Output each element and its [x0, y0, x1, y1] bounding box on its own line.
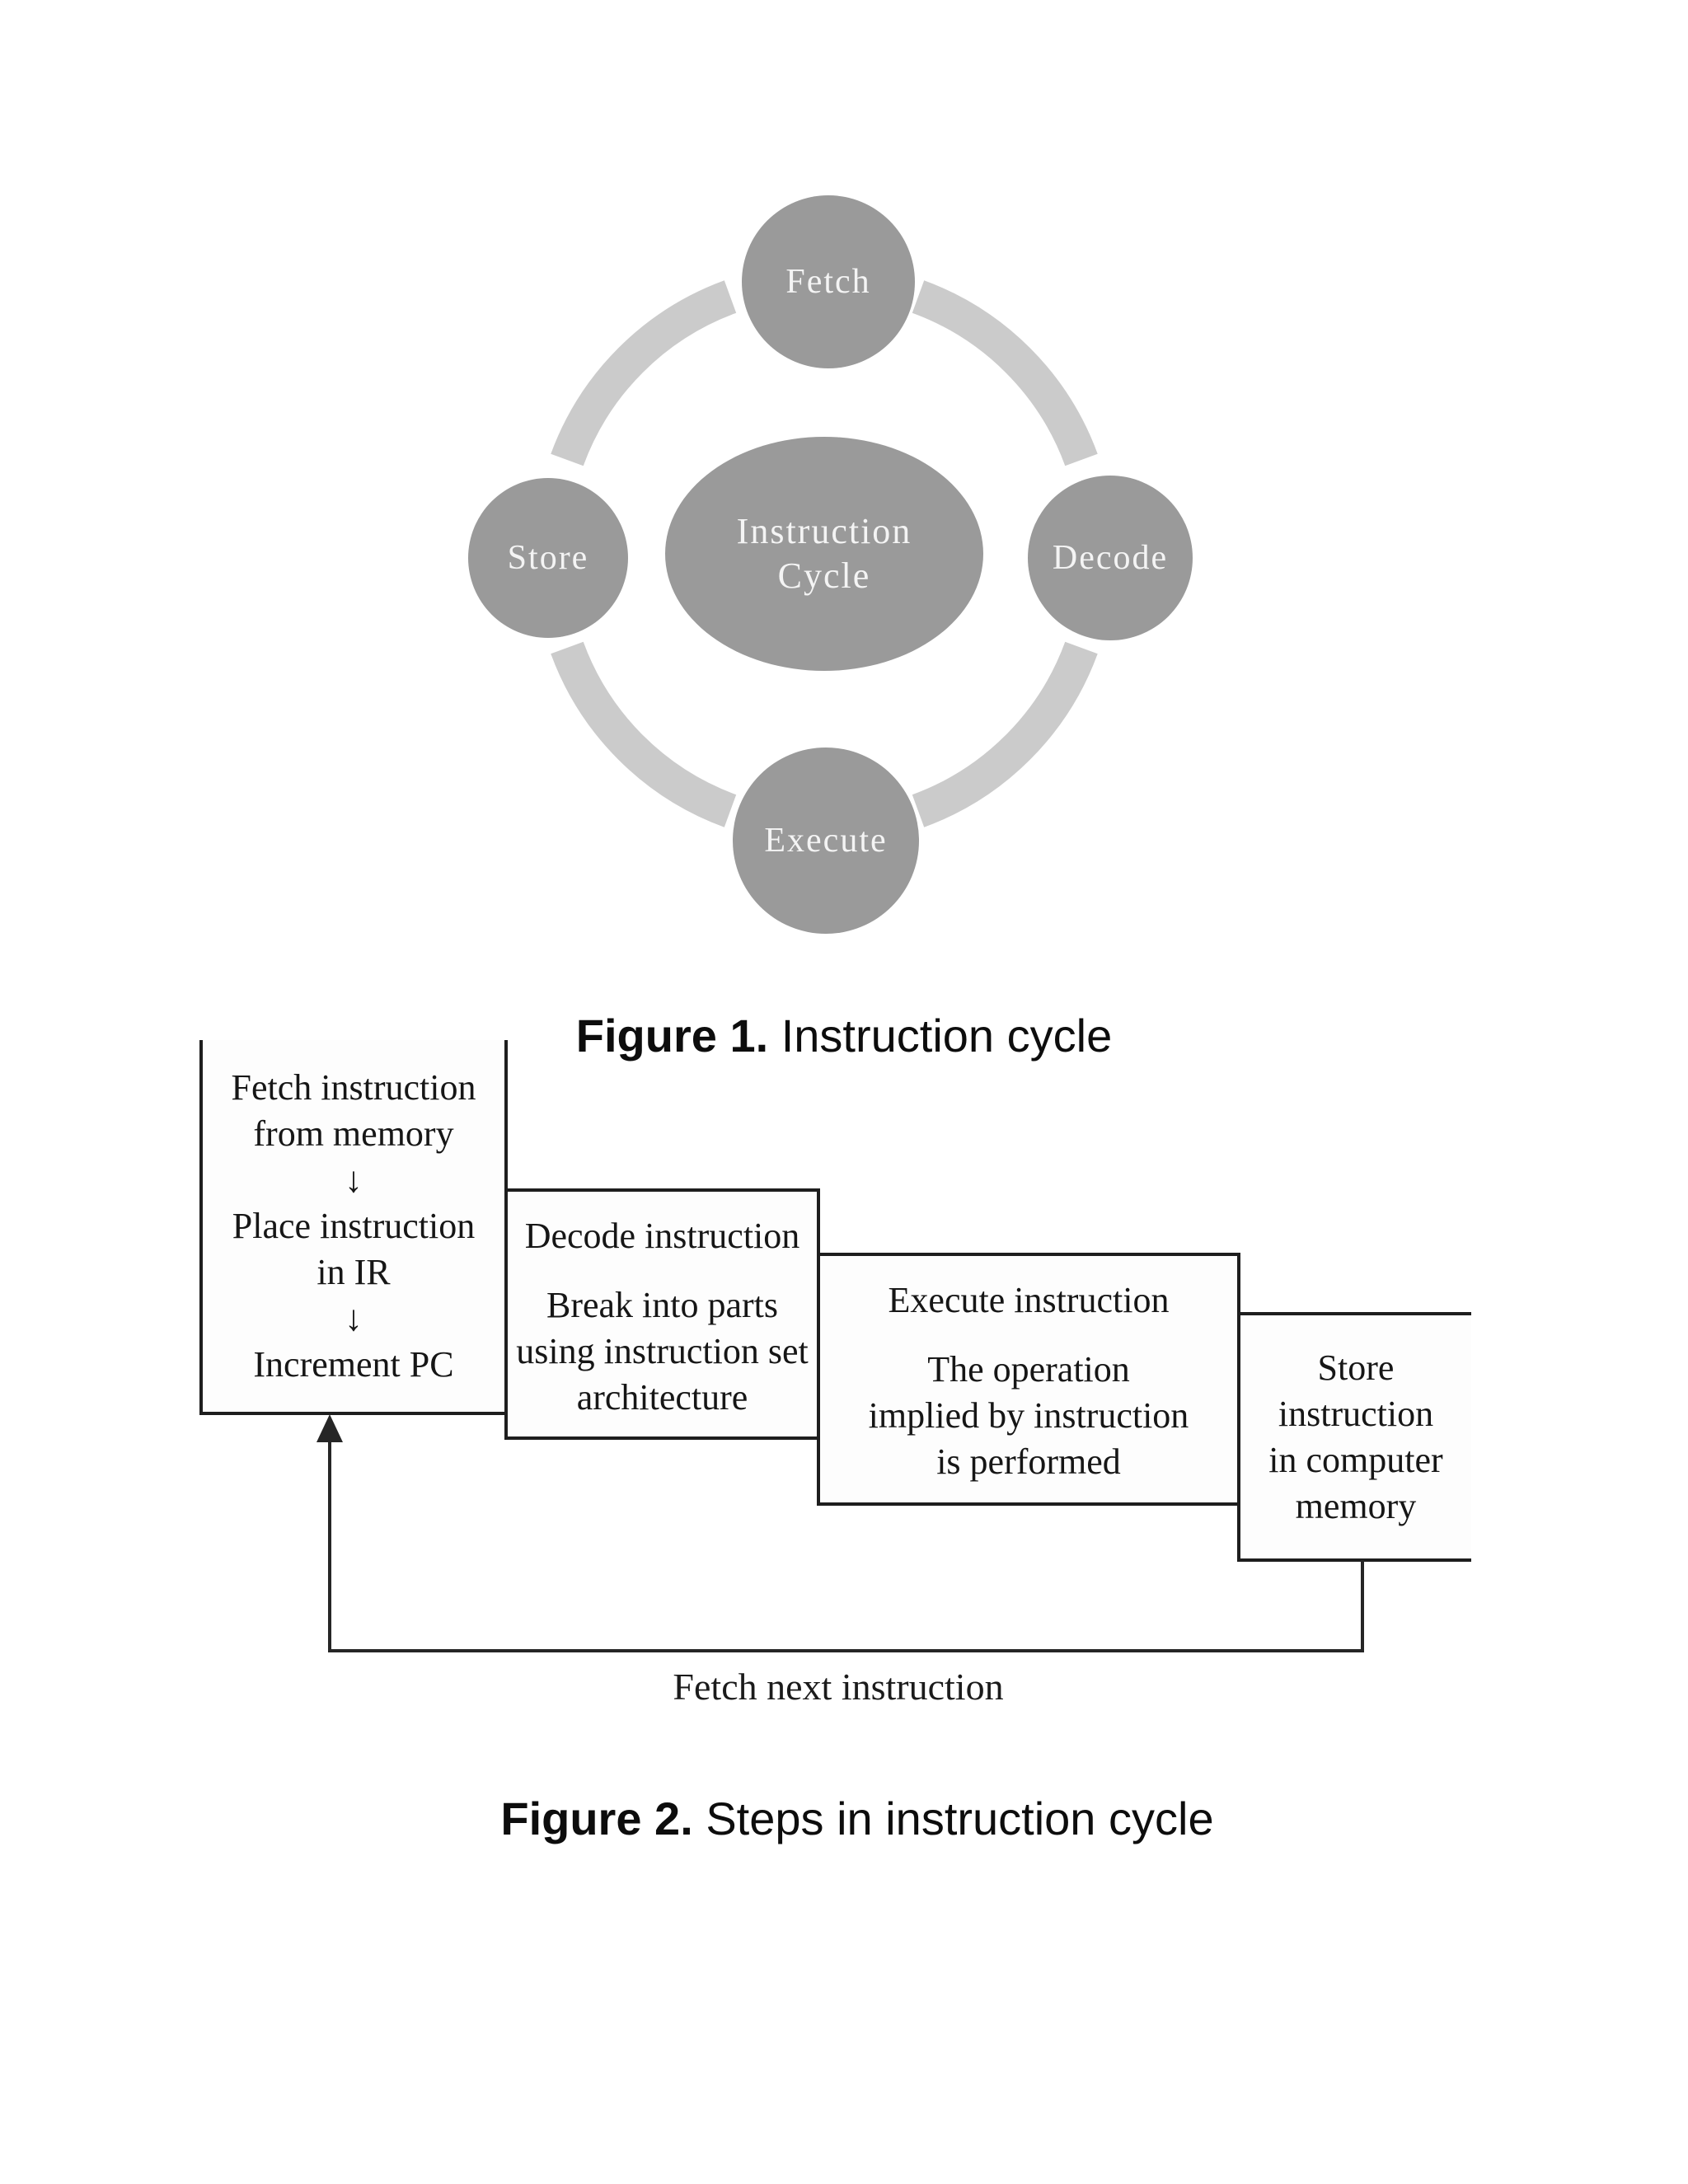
decode-step-title: Decode instruction [524, 1216, 800, 1256]
cycle-node-execute: Execute [733, 748, 919, 934]
decode-step-line: Break into parts [546, 1285, 779, 1325]
cycle-node-decode-label: Decode [1052, 539, 1169, 577]
arc-decode-to-execute-icon [912, 641, 1098, 827]
arc-fetch-to-decode-icon [912, 280, 1098, 466]
loop-line-down-from-store [1361, 1560, 1364, 1652]
execute-step-line: implied by instruction [868, 1395, 1189, 1436]
cycle-node-store-label: Store [507, 539, 589, 577]
fetch-step-line: Place instruction [232, 1206, 476, 1246]
store-step-line: memory [1295, 1486, 1417, 1526]
down-arrow-glyph: ↓ [345, 1160, 363, 1200]
cycle-node-fetch-label: Fetch [785, 263, 871, 301]
execute-step-line: is performed [936, 1441, 1121, 1482]
fetch-step-line: from memory [253, 1113, 454, 1154]
cycle-node-fetch: Fetch [742, 195, 915, 368]
loop-line-up-to-fetch [328, 1441, 331, 1652]
decode-step-line: using instruction set [516, 1331, 809, 1371]
fetch-step-line: Increment PC [253, 1344, 454, 1385]
figure1-caption: Figure 1. Instruction cycle [267, 1009, 1421, 1062]
loop-line-bottom [328, 1649, 1364, 1652]
store-step-line: instruction [1278, 1394, 1434, 1434]
decode-step-line: architecture [576, 1377, 748, 1418]
arc-store-to-fetch-icon [551, 280, 737, 466]
cycle-node-execute-label: Execute [764, 822, 888, 860]
down-arrow-glyph: ↓ [345, 1298, 363, 1338]
step-box-execute: Execute instruction The operation implie… [817, 1253, 1240, 1506]
up-arrowhead-icon [316, 1414, 343, 1442]
figure2-caption: Figure 2. Steps in instruction cycle [280, 1792, 1434, 1845]
cycle-node-store: Store [468, 478, 628, 638]
fetch-step-line: in IR [316, 1252, 391, 1292]
figure1-caption-number: Figure 1. [575, 1010, 769, 1062]
instruction-cycle-label-line2: Cycle [777, 555, 871, 596]
figure1-caption-text: Instruction cycle [768, 1010, 1113, 1062]
cycle-node-decode: Decode [1028, 476, 1193, 640]
arc-execute-to-store-icon [551, 641, 737, 827]
cycle-node-instruction-cycle: Instruction Cycle [665, 437, 983, 671]
step-box-store: Store instruction in computer memory [1237, 1312, 1471, 1562]
store-step-line: in computer [1268, 1440, 1443, 1480]
loop-label: Fetch next instruction [673, 1666, 1004, 1708]
store-step-line: Store [1317, 1347, 1395, 1388]
execute-step-title: Execute instruction [888, 1280, 1170, 1320]
figure2-caption-number: Figure 2. [500, 1793, 693, 1844]
cycle-ring-arcs [551, 280, 1098, 827]
step-box-decode: Decode instruction Break into parts usin… [504, 1188, 820, 1440]
step-box-fetch: Fetch instruction from memory ↓ Place in… [199, 1040, 508, 1415]
instruction-cycle-label-line1: Instruction [736, 511, 912, 551]
fetch-step-line: Fetch instruction [231, 1067, 476, 1108]
execute-step-line: The operation [927, 1349, 1130, 1390]
figure2-caption-text: Steps in instruction cycle [692, 1793, 1214, 1844]
